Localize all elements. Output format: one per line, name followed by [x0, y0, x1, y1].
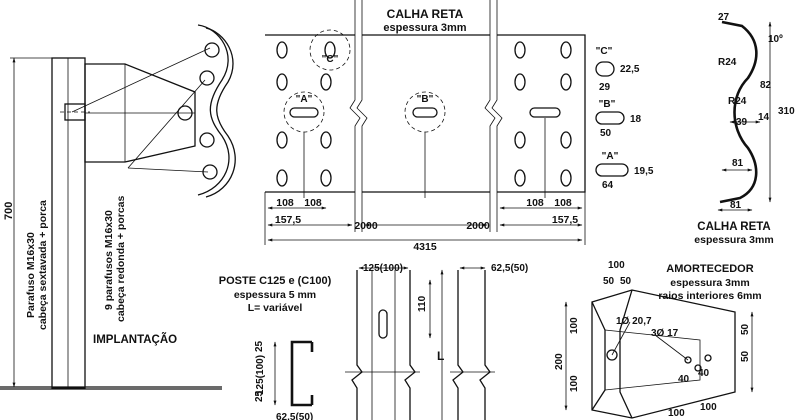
bolt2-line2: cabeça redonda + porcas — [115, 195, 127, 322]
amortecedor-thickness: espessura 3mm — [670, 277, 749, 289]
dim-157-left: 157,5 — [275, 214, 301, 226]
slot-a-h: 19,5 — [634, 166, 654, 177]
poste-section: POSTE C125 e (C100) espessura 5 mm L= va… — [219, 263, 528, 420]
poste-thickness: espessura 5 mm — [234, 289, 316, 301]
bolt-icon — [177, 42, 220, 180]
implantacao-view: 700 Parafuso M16x30 cabeça sextavada + p… — [0, 24, 236, 390]
post-25b: 25 — [254, 390, 265, 402]
post-w2: 62,5(50) — [491, 263, 528, 274]
profile-14: 14 — [758, 112, 770, 123]
amort-200: 200 — [554, 353, 565, 370]
post-L: L — [437, 349, 444, 363]
implantacao-title: IMPLANTAÇÃO — [93, 333, 177, 346]
post-bottom: 62,5(50) — [276, 412, 313, 420]
bolt1-line1: Parafuso M16x30 — [25, 232, 37, 318]
profile-310: 310 — [778, 106, 795, 117]
poste-length: L= variável — [248, 302, 303, 314]
poste-title: POSTE C125 e (C100) — [219, 275, 332, 287]
amort-100-top: 100 — [608, 260, 625, 271]
detail-c-circle — [309, 29, 351, 71]
profile-82: 82 — [760, 80, 772, 91]
amort-100-v: 100 — [569, 317, 580, 334]
hole1-label: 1Ø 20,7 — [616, 316, 652, 327]
bolt1-line2: cabeça sextavada + porca — [37, 200, 49, 330]
dim-2000-b: 2000 — [466, 220, 490, 232]
calha-right-subtitle: espessura 3mm — [694, 234, 773, 246]
amort-50-top-a: 50 — [603, 276, 615, 287]
amort-100-b-a: 100 — [668, 408, 685, 419]
slot-b-w: 50 — [600, 128, 612, 139]
slot-c-w: 29 — [599, 82, 611, 93]
post-25a: 25 — [254, 340, 265, 352]
calha-plan-view: CALHA RETA espessura 3mm "C" "A" "B" — [264, 0, 586, 253]
profile-r2: R24 — [728, 96, 747, 107]
slot-right — [529, 107, 561, 118]
profile-curve — [719, 20, 758, 204]
slot-details: "C" 22,5 29 "B" 18 50 "A" 19,5 64 — [595, 46, 654, 191]
profile-27: 27 — [718, 12, 730, 23]
dim-157-right: 157,5 — [552, 214, 578, 226]
calha-plate — [265, 34, 586, 193]
amort-50-v-a: 50 — [740, 323, 751, 335]
slot-b-h: 18 — [630, 114, 642, 125]
profile-angle: 10º — [768, 34, 783, 45]
amort-40b: 40 — [698, 368, 710, 379]
detail-c-label: "C" — [322, 54, 339, 65]
height-dim: 700 — [3, 202, 15, 220]
profile-r1: R24 — [718, 57, 737, 68]
amort-40a: 40 — [678, 374, 690, 385]
dim-108-a: 108 — [276, 197, 294, 209]
calha-profile: 27 10º R24 82 R24 310 39 14 81 81 CALHA … — [694, 12, 795, 246]
post-w1: 125(100) — [363, 263, 403, 274]
amort-100-b-b: 100 — [700, 402, 717, 413]
calha-right-title: CALHA RETA — [697, 221, 770, 233]
c-section — [290, 340, 312, 407]
hole2-label: 3Ø 17 — [651, 328, 679, 339]
calha-subtitle: espessura 3mm — [383, 22, 466, 34]
slot-a-w: 64 — [602, 180, 614, 191]
profile-39: 39 — [736, 117, 748, 128]
post-front — [351, 270, 363, 420]
post-110: 110 — [417, 295, 428, 312]
guardrail-profile — [197, 24, 230, 196]
detail-a-label: "A" — [296, 94, 313, 105]
amort-50-v-b: 50 — [740, 350, 751, 362]
profile-81b: 81 — [730, 200, 742, 211]
slot-c-label: "C" — [596, 46, 613, 57]
detail-b-label: "B" — [417, 94, 434, 105]
amort-50-top-b: 50 — [620, 276, 632, 287]
post-125: 125(100) — [255, 355, 266, 395]
slot-a-label: "A" — [602, 151, 619, 162]
dim-108-d: 108 — [554, 197, 572, 209]
amortecedor-radius: raios interiores 6mm — [658, 290, 761, 302]
hole-icon — [606, 349, 618, 361]
profile-81a: 81 — [732, 158, 744, 169]
amortecedor-view: AMORTECEDOR espessura 3mm raios interior… — [554, 260, 762, 419]
calha-title: CALHA RETA — [387, 7, 464, 21]
dim-2000-a: 2000 — [354, 220, 378, 232]
dim-108-b: 108 — [304, 197, 322, 209]
dim-total: 4315 — [413, 241, 437, 253]
amortecedor-body — [591, 289, 736, 419]
slot-b-label: "B" — [599, 99, 616, 110]
amortecedor-title: AMORTECEDOR — [666, 263, 753, 275]
hole-icon — [276, 41, 572, 187]
slot-c-h: 22,5 — [620, 64, 640, 75]
post-side — [51, 57, 86, 389]
dim-108-c: 108 — [526, 197, 544, 209]
amort-100-v2: 100 — [569, 375, 580, 392]
bolt2-line1: 9 parafusos M16x30 — [103, 210, 115, 310]
